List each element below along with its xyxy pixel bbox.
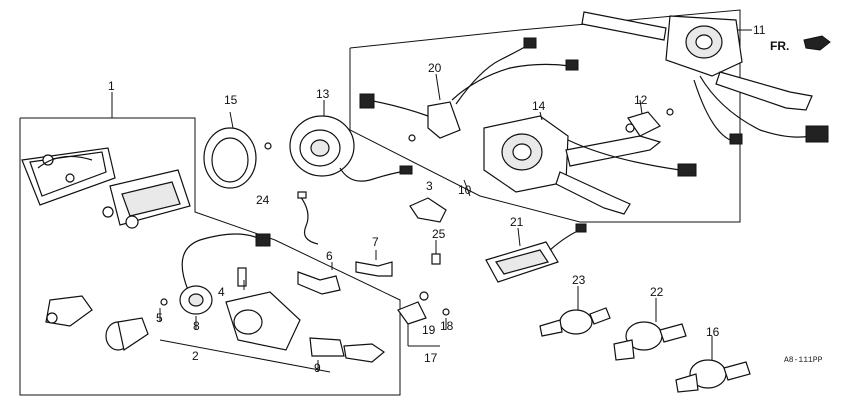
cruise-control-switch xyxy=(359,37,579,142)
callout-23: 23 xyxy=(572,273,586,287)
callout-11: 11 xyxy=(753,23,766,37)
callout-9: 9 xyxy=(314,361,321,375)
front-direction-label: FR. xyxy=(770,39,789,53)
cable-reel xyxy=(289,100,413,182)
small-switch-17 xyxy=(397,291,450,347)
callout-19: 19 xyxy=(422,323,436,337)
callout-4: 4 xyxy=(218,285,225,299)
hazard-switch xyxy=(485,223,587,283)
callout-25: 25 xyxy=(432,227,446,241)
cover-bracket xyxy=(409,197,447,223)
callout-5: 5 xyxy=(156,311,163,325)
callout-13: 13 xyxy=(316,87,330,101)
door-outer-handle xyxy=(102,169,191,229)
combination-switch xyxy=(483,111,697,215)
diagram-code: A8-111PP xyxy=(784,356,823,365)
lock-cylinder xyxy=(309,337,386,363)
leader-lines xyxy=(159,250,447,373)
callout-8: 8 xyxy=(193,319,200,333)
callout-24: 24 xyxy=(256,193,270,207)
callout-12: 12 xyxy=(634,93,648,107)
callout-18: 18 xyxy=(440,319,454,333)
combination-switch-assembly xyxy=(581,11,829,145)
callout-20: 20 xyxy=(428,61,442,75)
horn-contact-ring xyxy=(203,111,272,189)
small-screw-5 xyxy=(160,298,168,306)
callout-7: 7 xyxy=(372,235,379,249)
door-lock-cylinder xyxy=(45,295,93,327)
front-direction-arrow xyxy=(803,35,831,51)
group-frame-part-1 xyxy=(19,92,401,396)
ignition-switch xyxy=(179,267,247,315)
callout-2: 2 xyxy=(192,349,199,363)
callout-1: 1 xyxy=(108,79,115,93)
ignition-key xyxy=(297,271,341,295)
ignition-switch-harness xyxy=(181,233,271,291)
callout-3: 3 xyxy=(426,179,433,193)
steering-lock-body xyxy=(225,291,301,351)
door-handle-bezel xyxy=(21,147,116,206)
wire-clip xyxy=(297,191,319,245)
bolt xyxy=(431,240,441,265)
group-frame-part-10 xyxy=(349,9,741,223)
combination-relay xyxy=(625,99,674,137)
callout-labels: 1 2 3 4 5 6 7 8 9 10 11 12 13 14 15 16 1… xyxy=(108,23,766,375)
callout-14: 14 xyxy=(532,99,546,113)
cruise-clutch-switch xyxy=(675,336,751,393)
trunk-lock-cylinder xyxy=(105,317,149,351)
callout-22: 22 xyxy=(650,285,664,299)
callout-16: 16 xyxy=(706,325,720,339)
clutch-switch xyxy=(613,298,687,361)
callout-6: 6 xyxy=(326,249,333,263)
callout-21: 21 xyxy=(510,215,524,229)
callout-10: 10 xyxy=(458,183,472,197)
door-key xyxy=(355,261,393,277)
callout-15: 15 xyxy=(224,93,238,107)
callout-17: 17 xyxy=(424,351,438,365)
brake-light-switch xyxy=(539,286,611,337)
